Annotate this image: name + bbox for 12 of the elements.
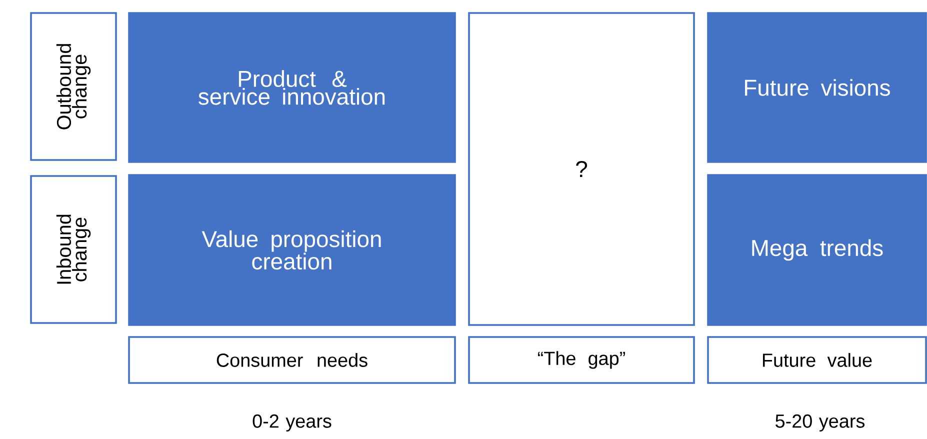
content-box: Mega trends	[707, 174, 927, 326]
time-label: 0-2 years	[252, 414, 332, 432]
content-box: Future visions	[707, 12, 927, 163]
time-label: 5-20 years	[776, 414, 865, 432]
content-box: Product & service innovation	[128, 12, 456, 163]
row-header-box: Inbound change	[30, 175, 117, 324]
text-box: Consumer needs	[128, 336, 456, 384]
text-box: Future value	[707, 336, 927, 384]
content-box: Value proposition creation	[128, 174, 456, 326]
text-box: “The gap”	[468, 336, 695, 384]
row-header-box: Outbound change	[30, 12, 117, 161]
text-box: ?	[468, 12, 695, 326]
